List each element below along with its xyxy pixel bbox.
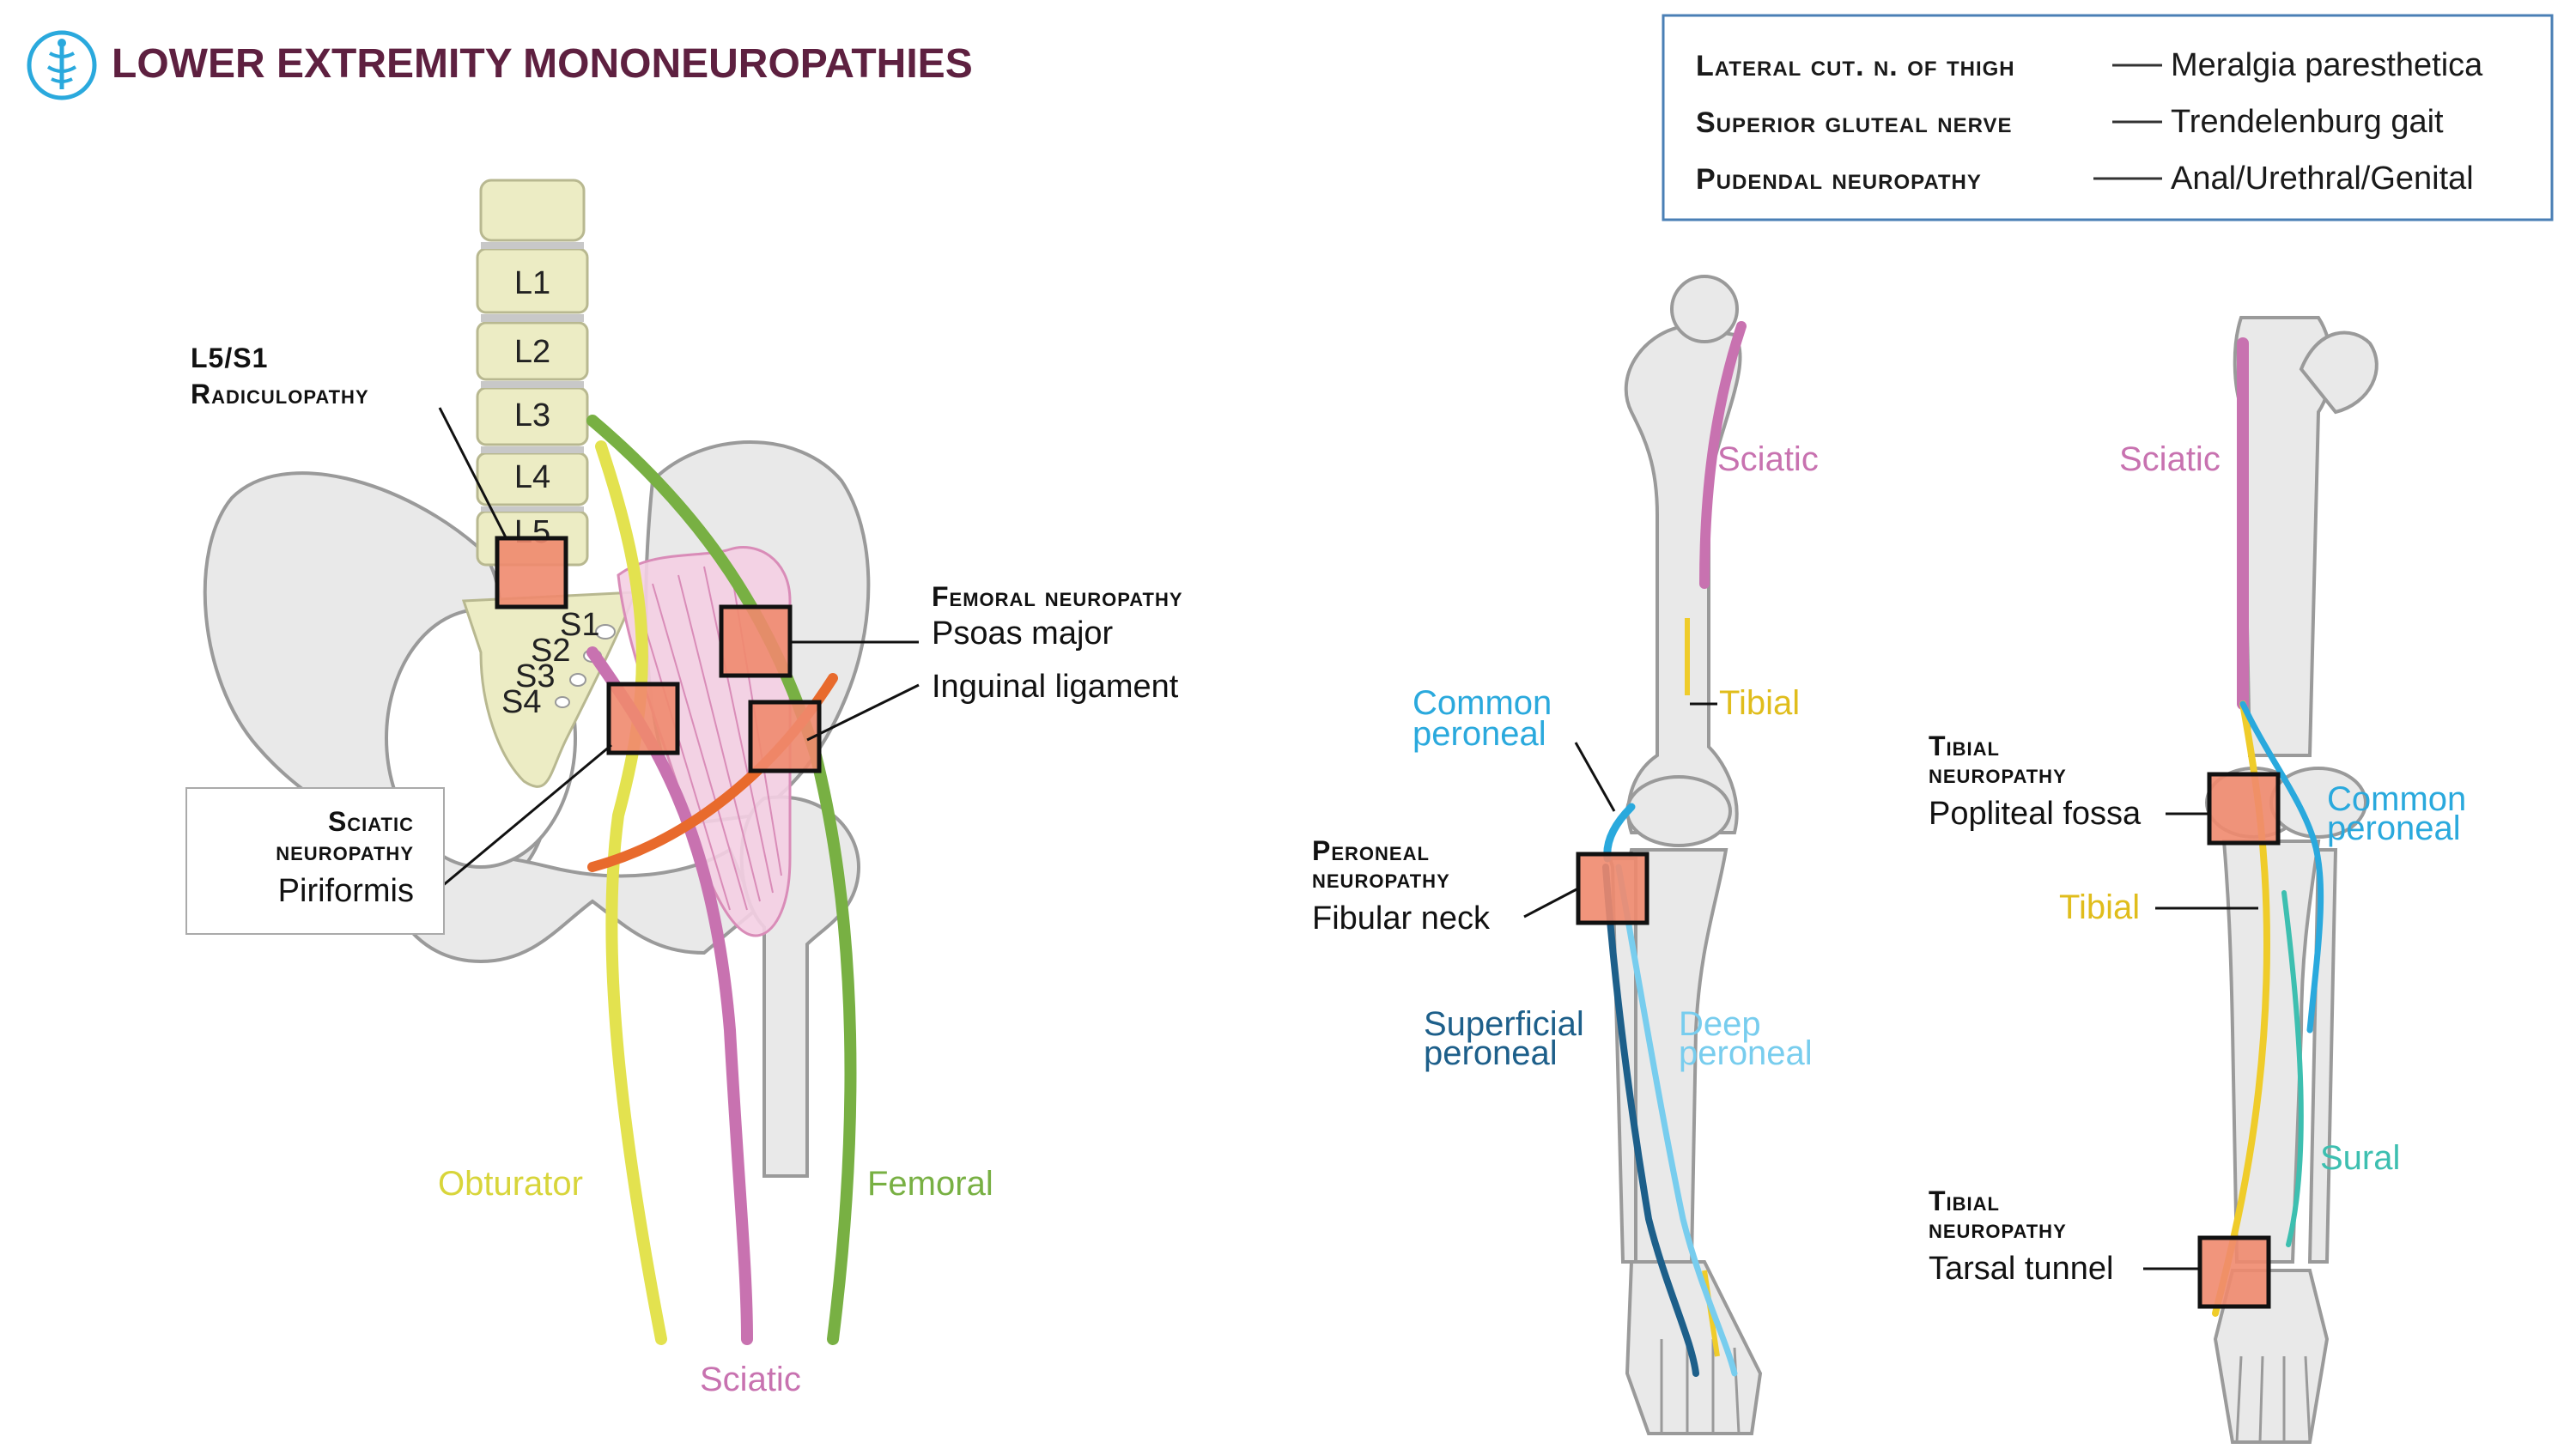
caduceus-icon: [27, 30, 97, 100]
label-tibial-neuropathy-2-line2: neuropathy: [1929, 1213, 2067, 1244]
leader-fibular-neck: [1523, 887, 1579, 919]
leg-b-toes: [2235, 1355, 2312, 1443]
label-popliteal-fossa: Popliteal fossa: [1929, 796, 2142, 832]
label-leg-b-tibial: Tibial: [2059, 888, 2140, 926]
label-femoral-neuropathy: Femoral neuropathy: [932, 581, 1183, 612]
leader-common-peroneal-a: [1574, 742, 1616, 812]
label-tibial-neuropathy-2-line1: Tibial: [1929, 1185, 2000, 1216]
lumbar-spine: [476, 179, 589, 567]
leg-a-sciatic-nerve: [1699, 321, 1747, 589]
label-leg-a-common-line2: peroneal: [1413, 715, 1546, 753]
label-sciatic-pelvis: Sciatic: [700, 1361, 801, 1398]
sacrum: [461, 591, 638, 788]
sacral-s3: S3: [515, 658, 555, 694]
label-leg-a-sciatic: Sciatic: [1717, 440, 1819, 478]
lesion-popliteal-fossa: [2207, 772, 2281, 846]
label-sciatic-line1: Sciatic: [328, 806, 414, 837]
leg-b-tibia: [2221, 840, 2321, 1264]
label-tibial-neuropathy-1-line2: neuropathy: [1929, 758, 2067, 789]
sacral-s1: S1: [560, 607, 599, 643]
leg-a-common-peroneal: [1603, 803, 1636, 863]
leg-a-deep-peroneal: [1615, 864, 1738, 1377]
leg-a-foot: [1625, 1260, 1763, 1435]
key-finding-2: Trendelenburg gait: [2171, 104, 2444, 140]
leg-a-toes: [1660, 1339, 1741, 1434]
lesion-inguinal: [748, 700, 822, 773]
key-nerve-3: Pudendal neuropathy: [1696, 163, 1982, 196]
leg-b-sural-nerve: [2281, 890, 2304, 1247]
label-peroneal-neuropathy-line1: Peroneal: [1312, 835, 1430, 866]
label-leg-b-common-line2: peroneal: [2327, 809, 2461, 847]
key-finding-3: Anal/Urethral/Genital: [2171, 161, 2474, 197]
femoral-nerve-pelvis: [586, 415, 857, 1345]
lesion-psoas: [719, 604, 793, 678]
lesion-fibular-neck: [1576, 852, 1649, 925]
sciatic-label-box: [185, 787, 445, 935]
label-peroneal-neuropathy-line2: neuropathy: [1312, 863, 1450, 894]
leg-b-common-peroneal: [2239, 700, 2324, 1034]
sacral-s4: S4: [501, 684, 541, 720]
label-deep-line2: peroneal: [1679, 1034, 1813, 1072]
label-tarsal-tunnel: Tarsal tunnel: [1929, 1251, 2113, 1287]
leg-a-figure: Sciatic Tibial Common peroneal Peroneal …: [1312, 275, 1819, 1435]
vertebra-l1: L1: [514, 265, 550, 301]
label-tibial-neuropathy-1-line1: Tibial: [1929, 731, 2000, 761]
label-superficial-line2: peroneal: [1424, 1034, 1558, 1072]
leader-inguinal: [806, 683, 920, 742]
vertebra-l2: L2: [514, 334, 550, 370]
leader-radiculopathy: [438, 407, 508, 540]
page-title: LOWER EXTREMITY MONONEUROPATHIES: [112, 41, 973, 87]
vertebra-l4: L4: [514, 459, 550, 495]
label-leg-b-common-line1: Common: [2327, 780, 2466, 818]
label-l5s1-line2: Radiculopathy: [191, 379, 369, 409]
label-leg-b-sciatic: Sciatic: [2119, 440, 2221, 478]
key-nerve-2: Superior gluteal nerve: [1696, 106, 2013, 139]
label-sciatic-line2: neuropathy: [276, 835, 414, 866]
key-finding-1: Meralgia paresthetica: [2171, 47, 2483, 83]
label-inguinal-ligament: Inguinal ligament: [932, 669, 1179, 705]
label-leg-b-sural: Sural: [2320, 1139, 2400, 1177]
leg-b-figure: Sciatic Tibial neuropathy Popliteal foss…: [1929, 316, 2466, 1444]
label-obturator: Obturator: [438, 1165, 583, 1203]
obturator-nerve: [595, 440, 667, 1345]
key-nerve-1: Lateral cut. n. of thigh: [1696, 50, 2015, 82]
key-box: Lateral cut. n. of thigh Meralgia parest…: [1662, 14, 2554, 221]
label-leg-a-common-line1: Common: [1413, 684, 1552, 722]
leg-a-superficial-peroneal: [1602, 864, 1699, 1377]
label-superficial-line1: Superficial: [1424, 1005, 1584, 1043]
lesion-tarsal-tunnel: [2197, 1235, 2271, 1309]
header: LOWER EXTREMITY MONONEUROPATHIES: [27, 30, 973, 100]
leader-sciatic: [435, 743, 612, 893]
pubic-ramus: [375, 847, 758, 964]
label-femoral: Femoral: [867, 1165, 993, 1203]
pelvis-figure: L1 L2 L3 L4 L5 S1 S2 S3 S4: [185, 179, 1183, 1398]
leg-a-knee: [1625, 775, 1732, 847]
sacral-s2: S2: [531, 633, 570, 669]
label-psoas-major: Psoas major: [932, 615, 1114, 652]
leg-b-femoral-head: [2299, 330, 2379, 415]
lesion-piriformis: [606, 682, 680, 755]
label-fibular-neck: Fibular neck: [1312, 900, 1491, 937]
leg-a-femoral-head: [1670, 275, 1739, 343]
label-piriformis: Piriformis: [278, 873, 414, 909]
label-deep-line1: Deep: [1679, 1005, 1761, 1043]
label-l5s1-line1: L5/S1: [191, 343, 268, 373]
lesion-l5s1: [495, 536, 568, 609]
label-leg-a-tibial: Tibial: [1719, 684, 1800, 722]
vertebra-l3: L3: [514, 397, 550, 433]
